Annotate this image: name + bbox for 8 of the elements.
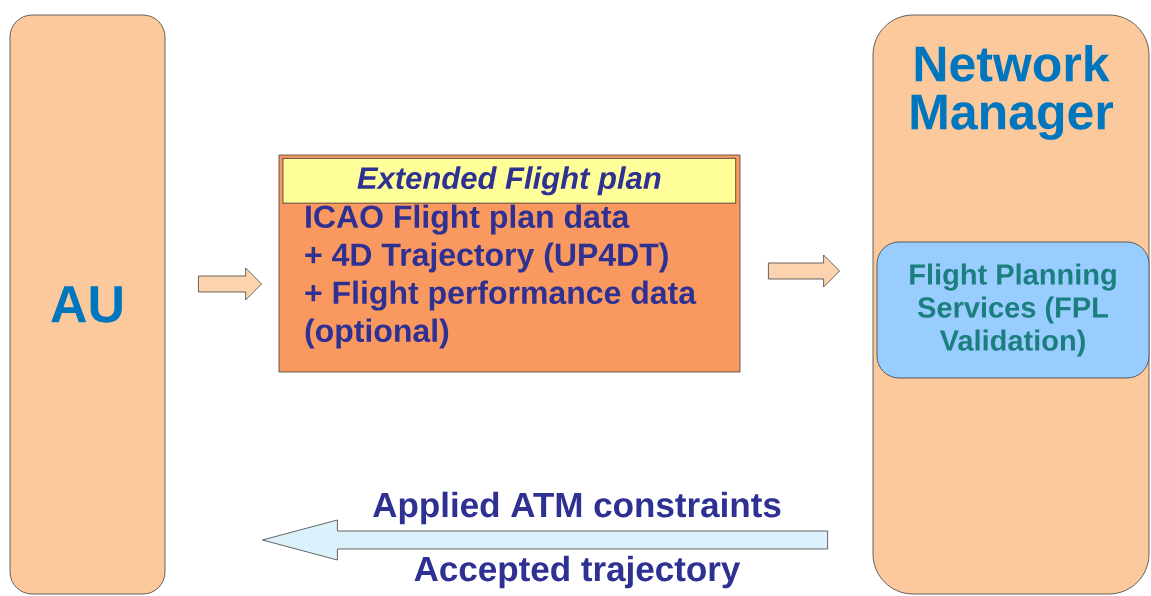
service-box: Flight Planning Services (FPL Validation) — [876, 241, 1150, 379]
block-arrow — [768, 254, 840, 288]
edge-label: Applied ATM constraints — [370, 489, 784, 527]
flight-plan-box: Extended Flight plan ICAO Flight plan data + 4D Trajectory (UP4DT) + Flight performance data (optional) — [278, 154, 741, 373]
arrow-caption: Accepted trajectory — [414, 555, 741, 589]
block-arrow — [262, 519, 828, 561]
side-panel: AU — [9, 14, 166, 595]
block-arrow — [198, 267, 262, 301]
